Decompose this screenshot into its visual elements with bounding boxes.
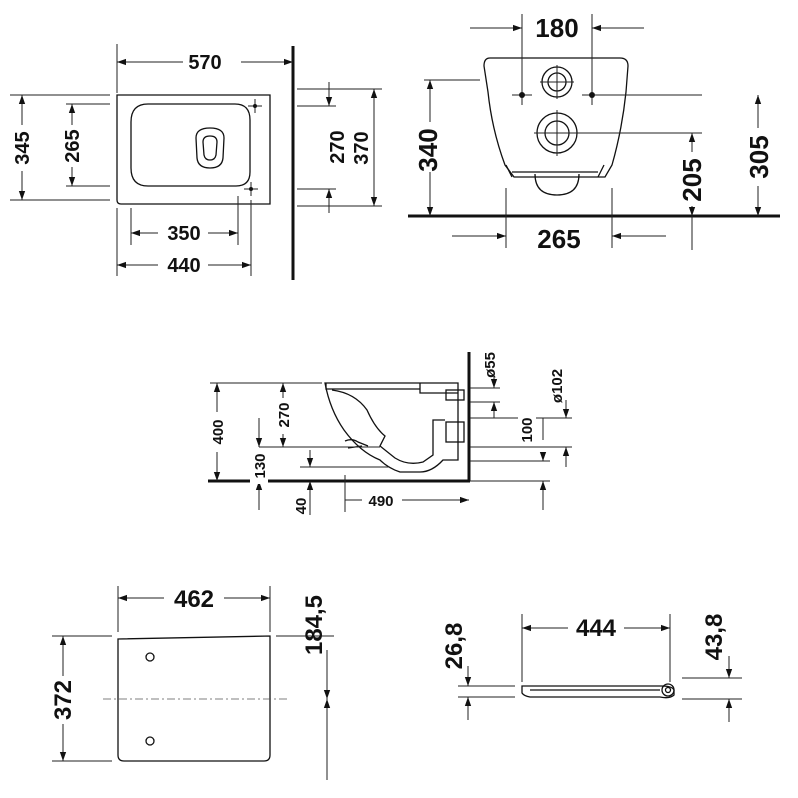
dim-side-height-total: 400 <box>210 419 227 444</box>
seat-hinge-icon <box>145 652 155 662</box>
dim-side-pipe-small: ø55 <box>482 352 499 378</box>
seat-side-outline <box>521 685 675 699</box>
dim-top-fix-right: 270 <box>327 130 349 163</box>
side-view-inlet-pipe <box>445 389 465 401</box>
side-view-outlet-pipe <box>445 421 465 443</box>
dim-seat-side-length: 444 <box>576 615 617 642</box>
dim-top-depth-right: 370 <box>351 131 373 164</box>
dim-seat-width: 462 <box>174 586 214 613</box>
dim-side-lower-height: 130 <box>252 453 269 478</box>
seat-top-view: 462 372 184,5 <box>50 586 334 780</box>
front-view-bowl-outline <box>483 57 629 178</box>
dim-side-outlet-height: 270 <box>276 402 293 427</box>
outlet-connection-icon <box>534 110 580 156</box>
dim-seat-side-right-height: 43,8 <box>701 614 728 661</box>
dim-top-bowl-inner: 265 <box>62 129 84 162</box>
dim-top-bottom-outer: 440 <box>167 255 200 277</box>
top-view-bowl-outline <box>116 94 271 205</box>
side-view-bowl-outline <box>324 382 459 473</box>
dim-side-bottom-gap: 40 <box>293 498 310 515</box>
front-view-base <box>505 164 605 178</box>
dim-front-right-inner: 205 <box>677 158 707 201</box>
fixing-point-icon <box>512 85 532 105</box>
side-view-inner-bowl <box>331 389 445 464</box>
front-view-neck <box>534 173 580 196</box>
top-view-flush-opening <box>195 127 225 169</box>
inlet-connection-icon <box>540 65 574 99</box>
fixing-point-icon <box>244 182 258 196</box>
front-view: 180 340 205 305 265 <box>408 13 780 254</box>
top-view-inner-bowl <box>130 103 251 187</box>
dim-seat-offset: 184,5 <box>301 595 328 655</box>
side-view: 400 270 130 40 490 ø55 ø102 100 <box>208 352 572 515</box>
dim-seat-side-left-height: 26,8 <box>441 623 468 670</box>
dim-side-pipe-offset: 100 <box>519 417 536 442</box>
top-view: 570 345 265 350 440 270 370 <box>10 44 382 280</box>
dim-front-bottom-width: 265 <box>537 224 580 254</box>
dim-side-pipe-large: ø102 <box>549 369 566 403</box>
dim-front-top-width: 180 <box>535 13 578 43</box>
seat-side-hinge-icon <box>661 683 675 697</box>
dim-top-depth-left: 345 <box>12 131 34 164</box>
seat-side-view: 444 26,8 43,8 <box>441 614 742 722</box>
fixing-point-icon <box>248 99 262 113</box>
dim-top-bottom-inner: 350 <box>167 223 200 245</box>
seat-top-outline <box>117 635 271 762</box>
seat-hinge-icon <box>145 736 155 746</box>
dim-seat-depth: 372 <box>50 680 77 720</box>
top-view-flush-inner <box>202 135 218 161</box>
dim-front-right-outer: 305 <box>744 135 774 178</box>
dim-side-projection: 490 <box>368 493 393 510</box>
side-view-rim <box>325 383 458 394</box>
seat-side-hinge-icon <box>664 686 672 694</box>
dim-front-height-left: 340 <box>413 128 443 171</box>
dim-top-width: 570 <box>188 52 221 74</box>
